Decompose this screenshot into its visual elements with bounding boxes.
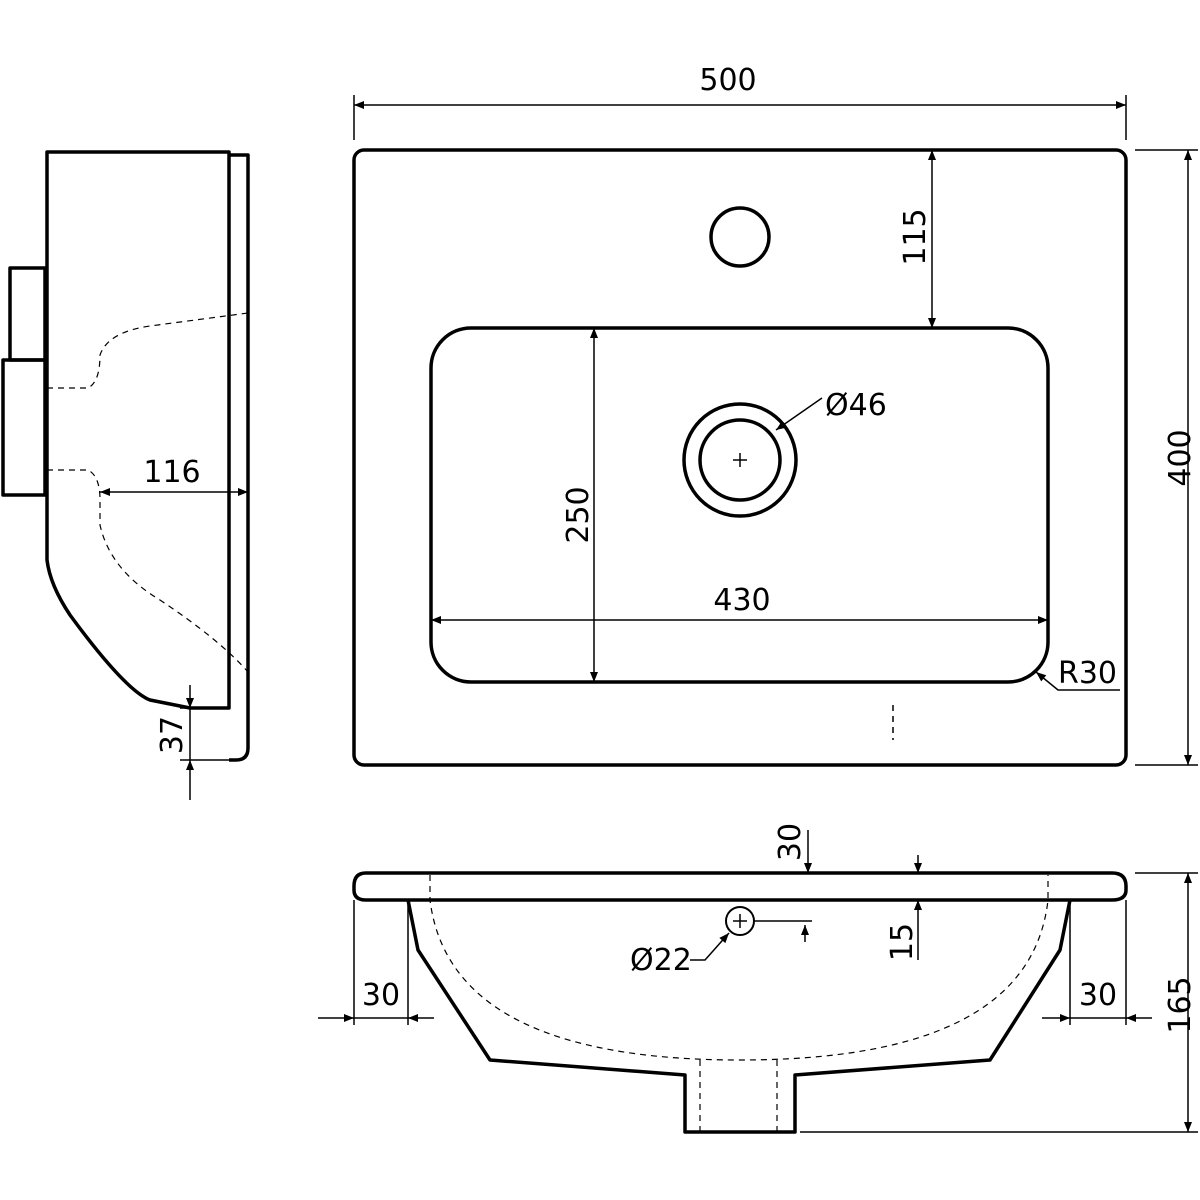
dim-lip: 37	[155, 716, 190, 754]
front-view: Ø22 30 15 30 30 165	[318, 823, 1198, 1134]
drain-outer	[682, 402, 798, 518]
dim-overflow-offset: 15	[885, 923, 920, 961]
front-bowl	[406, 899, 1072, 1134]
drain-inner	[698, 418, 782, 502]
bowl-outline	[429, 326, 1050, 684]
side-view: 116 37	[1, 150, 250, 800]
dim-radius: R30	[1058, 656, 1117, 691]
side-overflow-block	[1, 358, 47, 497]
dim-rim: 30	[773, 823, 808, 861]
tap-hole	[709, 206, 771, 268]
front-rim	[352, 871, 1128, 902]
dim-side-depth: 116	[143, 455, 200, 490]
basin-outline	[352, 148, 1128, 767]
side-body	[45, 150, 231, 710]
dim-bowl-width: 430	[713, 583, 770, 618]
dim-right-margin: 30	[1079, 978, 1117, 1013]
dim-left-margin: 30	[362, 978, 400, 1013]
dim-height: 165	[1163, 976, 1198, 1033]
dim-drain: Ø46	[825, 388, 887, 423]
side-tap-block	[8, 266, 47, 362]
drain-center-mark	[733, 453, 747, 467]
dim-overflow: Ø22	[630, 943, 692, 978]
dim-tap-offset: 115	[898, 208, 933, 265]
dim-bowl-depth: 250	[561, 486, 596, 543]
dim-depth: 400	[1163, 429, 1198, 486]
top-view: 500 400 115 250 430 Ø46 R30	[352, 63, 1198, 767]
side-panel	[229, 153, 250, 762]
dim-width: 500	[699, 63, 756, 98]
